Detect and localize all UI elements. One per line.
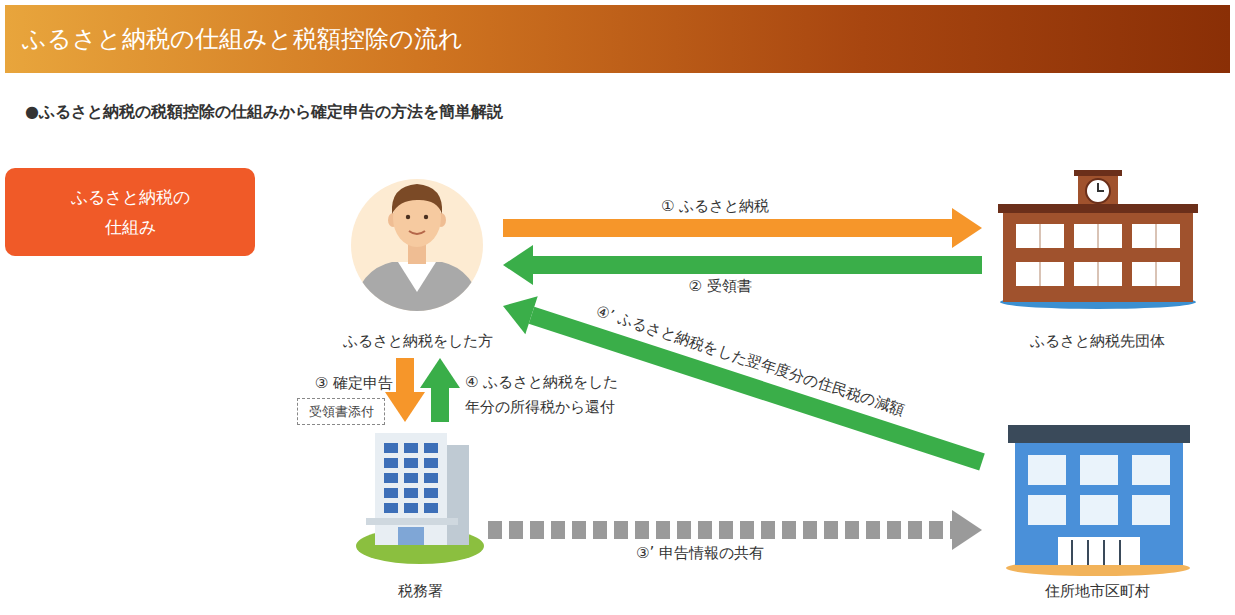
illustration-part — [1039, 262, 1041, 286]
illustration-part — [404, 443, 418, 453]
arrow-label: ① ふるさと納税 — [661, 194, 769, 219]
illustration-part — [1028, 455, 1066, 485]
illustration-part — [424, 473, 438, 483]
illustration-part — [375, 433, 447, 545]
illustration-part — [406, 215, 410, 219]
arrowhead — [952, 510, 982, 550]
illustration-part — [404, 503, 418, 513]
node-label: ふるさと納税の 仕組み — [60, 182, 200, 242]
illustration-part — [998, 204, 1198, 213]
illustration-part — [1132, 224, 1180, 248]
arrow-shaft — [431, 388, 449, 422]
illustration-part — [1132, 455, 1170, 485]
illustration-part — [1058, 537, 1140, 565]
arrow-label: ③ 確定申告 — [315, 371, 393, 396]
illustration-part — [350, 262, 484, 320]
illustration-part — [1086, 179, 1110, 203]
arrow-label: ④’ ふるさと納税をした翌年度分の住民税の減額 — [592, 299, 907, 423]
illustration-part — [1155, 224, 1157, 248]
person-icon — [350, 179, 484, 320]
illustration-part — [1098, 183, 1104, 191]
tax-office-node: 税務署 — [355, 425, 485, 605]
node-label: 受領書添付 — [309, 403, 374, 421]
illustration-part — [404, 488, 418, 498]
illustration-part — [384, 473, 398, 483]
city-hall-icon — [998, 170, 1198, 309]
illustration-part — [1071, 540, 1073, 565]
arrow-shaft — [396, 358, 414, 392]
illustration-part — [384, 503, 398, 513]
illustration-part — [409, 231, 425, 234]
node-label: ふるさと納税をした方 — [343, 332, 493, 351]
illustration-part — [424, 488, 438, 498]
title-bar: ふるさと納税の仕組みと税額控除の流れ — [5, 5, 1230, 73]
illustration-part — [392, 184, 442, 214]
illustration-part — [424, 503, 438, 513]
illustration-part — [1028, 495, 1066, 525]
subheading: ●ふるさと納税の税額控除の仕組みから確定申告の方法を簡単解説 — [25, 102, 503, 123]
illustration-part — [424, 458, 438, 468]
municipal-office-icon — [1006, 425, 1190, 576]
node-label: 税務署 — [398, 582, 443, 601]
illustration-part — [384, 458, 398, 468]
illustration-part — [1074, 262, 1122, 286]
arrowhead — [503, 296, 538, 334]
illustration-part — [404, 473, 418, 483]
illustration-part — [1103, 540, 1105, 565]
illustration-part — [1039, 224, 1041, 248]
illustration-part — [404, 458, 418, 468]
illustration-part — [1080, 455, 1118, 485]
illustration-part — [1074, 170, 1122, 176]
arrow-shaft — [488, 521, 952, 539]
illustration-part — [1003, 210, 1193, 302]
illustration-part — [1028, 455, 1170, 525]
arrowhead — [385, 392, 425, 422]
illustration-part — [1087, 540, 1089, 565]
arrow-shaft — [533, 256, 982, 274]
illustration-part — [1008, 425, 1190, 443]
illustration-part — [424, 215, 428, 219]
illustration-part — [1097, 262, 1099, 286]
illustration-part — [384, 443, 438, 513]
section-badge: ふるさと納税の 仕組み — [5, 168, 255, 256]
municipality-node: 住所地市区町村 — [985, 420, 1210, 605]
illustration-part — [350, 262, 484, 320]
illustration-part — [384, 488, 398, 498]
illustration-part — [1080, 495, 1118, 525]
illustration-part — [1016, 224, 1064, 248]
tax-office-icon — [356, 433, 484, 564]
node-label: ふるさと納税先団体 — [1030, 332, 1165, 351]
illustration-part — [1040, 224, 1156, 286]
illustration-part — [1015, 440, 1183, 565]
person-node: ふるさと納税をした方 — [335, 165, 500, 355]
illustration-part — [424, 443, 438, 453]
flow-arrow — [420, 358, 460, 422]
attachment-note: 受領書添付 — [297, 398, 385, 425]
arrowhead — [952, 208, 982, 248]
illustration-part — [366, 518, 458, 525]
municipality-node: ふるさと納税先団体 — [985, 165, 1210, 355]
illustration-part — [1074, 224, 1122, 248]
illustration-part — [384, 443, 398, 453]
page-title: ふるさと納税の仕組みと税額控除の流れ — [5, 5, 463, 73]
arrowhead — [503, 245, 533, 285]
illustration-part — [398, 527, 424, 545]
arrow-shaft — [503, 219, 952, 237]
arrow-label: ③’ 申告情報の共有 — [636, 541, 764, 566]
arrowhead — [420, 358, 460, 388]
illustration-part — [1119, 540, 1121, 565]
arrow-label: ④ ふるさと納税をした 年分の所得税から還付 — [465, 370, 665, 420]
illustration-part — [1016, 262, 1064, 286]
illustration-part — [1132, 262, 1180, 286]
illustration-part — [1132, 495, 1170, 525]
illustration-part — [447, 445, 469, 545]
arrow-label: ② 受領書 — [688, 274, 751, 299]
illustration-part — [1097, 224, 1099, 248]
node-label: 住所地市区町村 — [1045, 582, 1150, 601]
illustration-part — [398, 262, 436, 292]
illustration-part — [1016, 224, 1180, 286]
illustration-part — [1072, 540, 1120, 565]
illustration-part — [1155, 262, 1157, 286]
